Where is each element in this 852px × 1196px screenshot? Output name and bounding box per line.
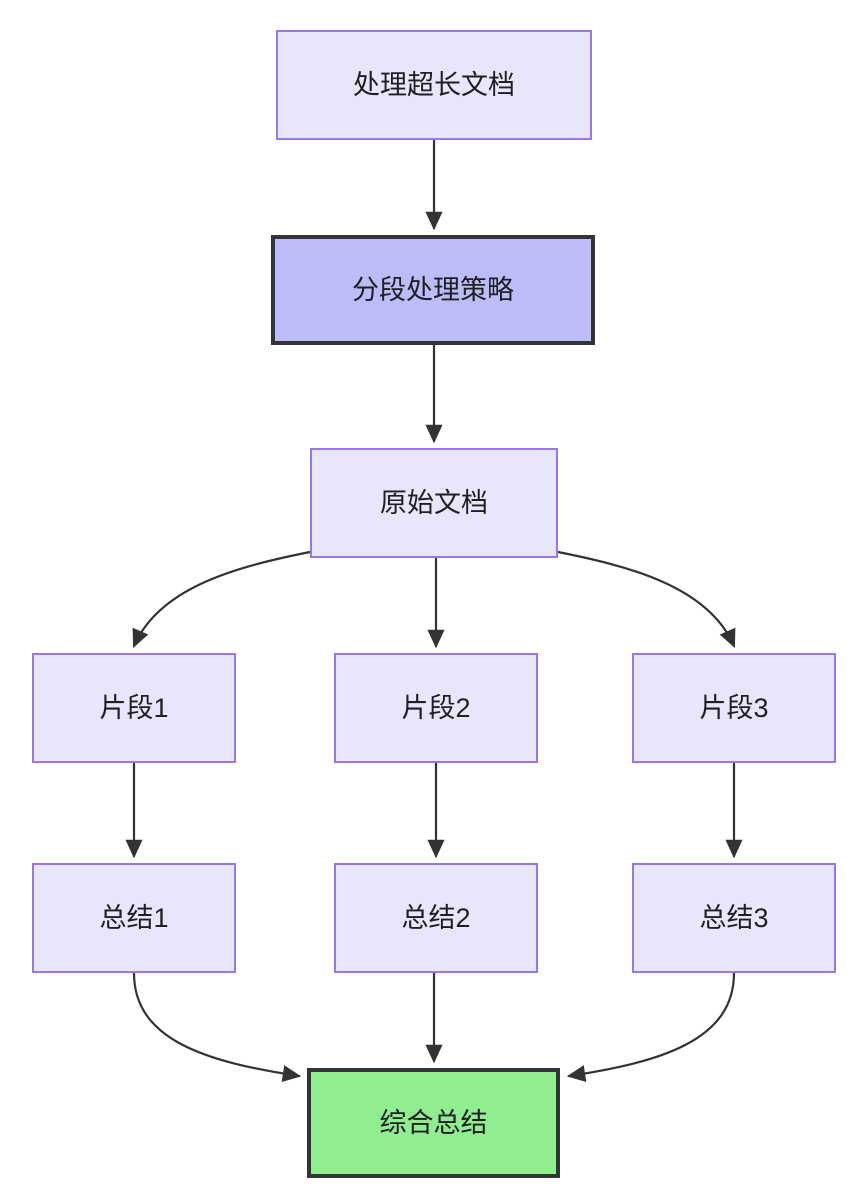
node-chunk-2[interactable]: 片段2 [334, 653, 538, 763]
node-summary-2[interactable]: 总结2 [334, 863, 538, 973]
node-label-summary-1: 总结1 [99, 902, 169, 933]
node-label-long-doc: 处理超长文档 [353, 69, 515, 100]
node-long-doc[interactable]: 处理超长文档 [276, 30, 592, 140]
node-label-summary-3: 总结3 [699, 902, 769, 933]
node-source[interactable]: 原始文档 [310, 448, 558, 558]
node-summary-3[interactable]: 总结3 [632, 863, 836, 973]
node-label-final: 综合总结 [379, 1107, 488, 1138]
edge-source-to-chunk-1 [132, 550, 312, 649]
node-chunk-3[interactable]: 片段3 [632, 653, 836, 763]
node-final[interactable]: 综合总结 [307, 1068, 560, 1178]
node-label-summary-2: 总结2 [401, 902, 471, 933]
edge-summary-3-to-final [566, 971, 736, 1083]
node-chunk-1[interactable]: 片段1 [32, 653, 236, 763]
node-strategy[interactable]: 分段处理策略 [271, 235, 595, 345]
node-label-chunk-1: 片段1 [99, 692, 169, 723]
node-label-chunk-2: 片段2 [401, 692, 471, 723]
node-label-chunk-3: 片段3 [699, 692, 769, 723]
node-label-strategy: 分段处理策略 [352, 274, 514, 305]
edge-summary-1-to-final [132, 971, 302, 1083]
node-summary-1[interactable]: 总结1 [32, 863, 236, 973]
edge-source-to-chunk-3 [556, 550, 736, 649]
node-label-source: 原始文档 [380, 487, 488, 518]
